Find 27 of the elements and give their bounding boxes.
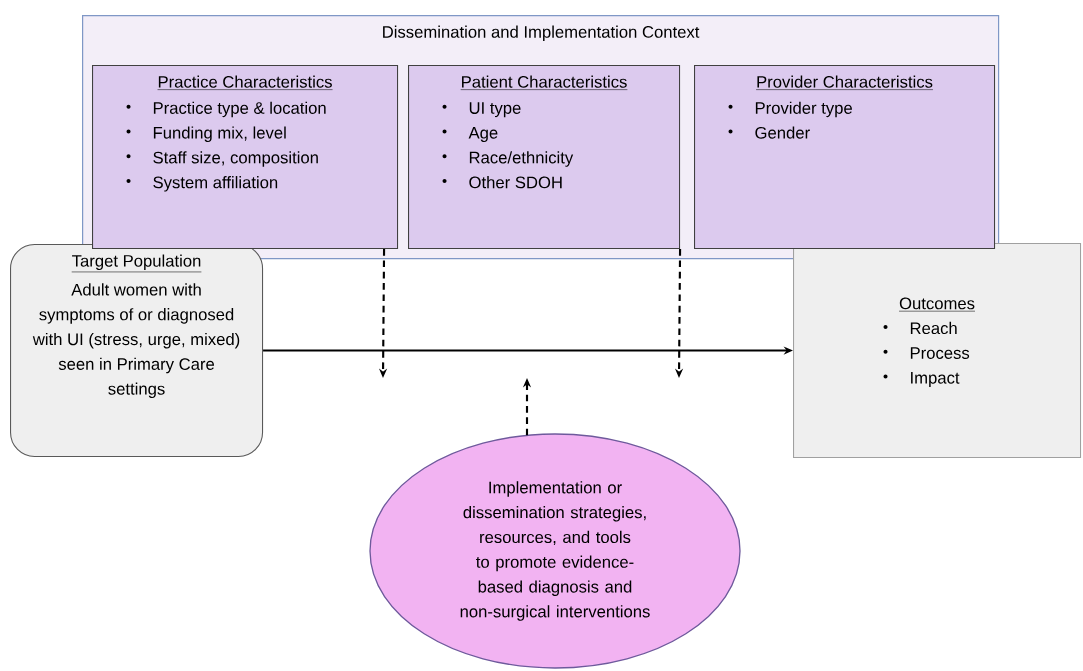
box-heading: Practice Characteristics — [157, 75, 333, 90]
bullet-item: UI type — [442, 102, 521, 118]
bullet-item: Process — [883, 347, 970, 359]
box-heading: Patient Characteristics — [460, 75, 628, 90]
characteristics-box — [408, 65, 681, 250]
characteristics-box — [92, 65, 399, 250]
box-heading: Provider Characteristics — [755, 75, 934, 90]
bullet-item: Age — [442, 127, 498, 142]
context-title: Dissemination and Implementation Context — [383, 25, 700, 42]
population-box — [10, 244, 264, 458]
bullet-item: Gender — [728, 126, 810, 139]
box-heading: Outcomes — [898, 297, 976, 312]
bullet-item: Provider type — [728, 101, 852, 118]
strategies-ellipse — [369, 433, 741, 669]
box-heading: Target Population — [71, 254, 202, 273]
bullet-item: Race/ethnicity — [442, 151, 574, 167]
characteristics-box — [694, 65, 996, 250]
bullet-item: System affiliation — [126, 176, 278, 192]
bullet-item: Reach — [883, 321, 957, 335]
bullet-item: Staff size, composition — [126, 151, 318, 167]
bullet-item: Practice type & location — [126, 101, 326, 118]
description-text: Adult women with symptoms of or diagnosed with UI (stress, urge, mixed) seen in Primary Care settings — [32, 283, 240, 399]
bullet-item: Other SDOH — [442, 176, 562, 189]
strategies-text: Implementation or dissemination strategies, resources, and tools to promote evidence-based diagnosis and non-surgical interventions — [460, 481, 650, 621]
bullet-item: Impact — [883, 372, 960, 387]
bullet-item: Funding mix, level — [126, 126, 286, 142]
outcomes-box — [793, 243, 1082, 459]
